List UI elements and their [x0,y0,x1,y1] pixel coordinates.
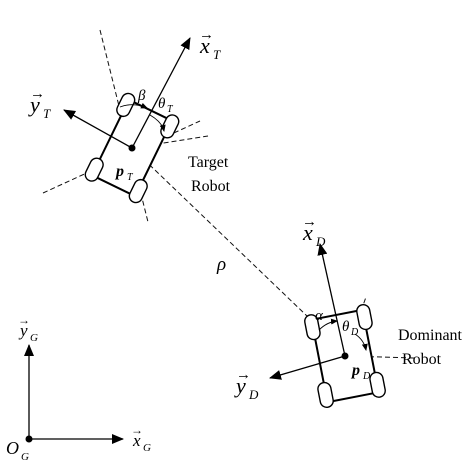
target-x-label-sub: T [213,47,221,62]
target-caption-line1: Target [188,154,229,171]
target-x-axis [131,37,191,149]
dominant-y-axis [269,355,346,380]
target-y-axis [63,109,133,149]
dominant-position-label-sub: D [362,371,371,382]
global-frame: y G → x G → O G [6,313,151,463]
dominant-x-axis [317,243,346,357]
target-position-label-sub: T [127,172,134,183]
dominant-y-vector-arrow: → [236,367,251,383]
dominant-wheel-rear-left [317,381,334,409]
dominant-position-label: p [350,362,360,379]
dominant-robot: x D → y D → α θ D p D Dominant Robot [234,214,463,409]
dominant-wheel-front-right [356,303,373,331]
target-wheel-front-right [160,114,180,139]
rho-label: ρ [216,254,226,275]
target-beta-label: β [137,88,146,104]
dominant-caption-line1: Dominant [398,327,463,344]
target-theta-label: θ [158,96,166,112]
dominant-x-label: x [302,220,313,245]
origin-label-sub: G [21,451,29,463]
target-theta-arc [149,114,166,132]
target-position-label: p [114,163,124,180]
dominant-theta-label: θ [342,319,350,335]
origin-label: O [6,438,19,458]
global-x-vector-arrow: → [131,423,143,437]
global-x-label: x [132,431,141,450]
dominant-wheel-rear-right [369,371,386,398]
global-x-label-sub: G [143,442,151,454]
target-y-vector-arrow: → [30,86,45,102]
target-caption-line2: Robot [191,178,231,195]
dominant-alpha-label: α [315,308,324,324]
target-x-vector-arrow: → [199,27,214,43]
target-y-label: y [28,92,40,117]
target-y-label-sub: T [43,106,51,121]
target-robot: x T → y T → β θ T p T Target Robot [28,27,231,223]
dominant-theta-label-sub: D [350,327,359,338]
target-dashed-line-shallow [42,120,201,194]
global-y-vector-arrow: → [18,313,30,327]
target-x-label: x [199,33,210,58]
dominant-theta-arc [354,333,368,351]
global-y-label: y [18,321,28,340]
target-theta-label-sub: T [167,104,174,115]
target-beta-arc [119,102,148,109]
dominant-caption-line2: Robot [402,351,442,368]
global-origin-dot [25,435,33,443]
dominant-wheel-front-left [304,314,321,341]
dominant-x-vector-arrow: → [302,214,317,230]
dominant-y-label: y [234,373,246,398]
target-center-dot [128,144,136,152]
dominant-x-label-sub: D [315,234,326,249]
target-wheel-rear-left [84,157,104,182]
dominant-center-dot [341,352,349,360]
dominant-alpha-arc [318,318,338,331]
dominant-y-label-sub: D [248,387,259,402]
global-y-label-sub: G [30,332,38,344]
target-wheel-rear-right [128,178,148,204]
